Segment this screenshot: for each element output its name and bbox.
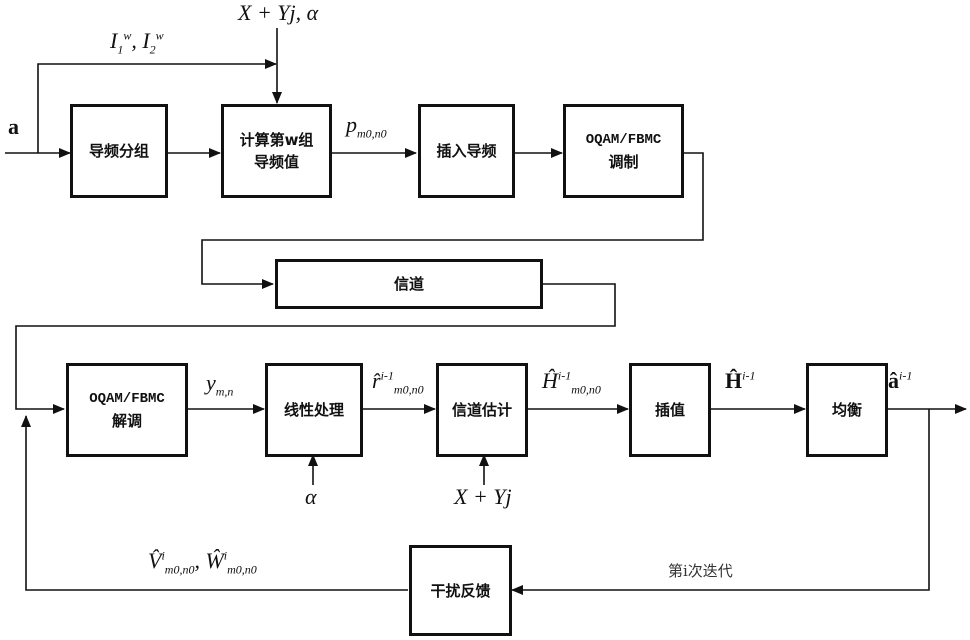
block-modulation: OQAM/FBMC 调制	[563, 104, 684, 198]
label-group-indices: I1w, I2w	[110, 28, 164, 57]
label-feedback: V̂im0,n0, Ŵim0,n0	[148, 548, 257, 577]
block-label: 导频分组	[89, 140, 149, 162]
block-label: 干扰反馈	[430, 580, 490, 602]
block-label: 线性处理	[284, 399, 344, 421]
block-compute-pilot: 计算第w组 导频值	[221, 104, 332, 198]
label-r-hat: r̂i-1m0,n0	[372, 368, 424, 397]
block-channel: 信道	[275, 259, 543, 309]
block-label: 调制	[608, 151, 638, 173]
block-interference-feedback: 干扰反馈	[409, 545, 512, 636]
block-label: OQAM/FBMC	[586, 129, 662, 151]
block-label: 导频值	[254, 151, 299, 173]
block-linear-processing: 线性处理	[265, 363, 363, 457]
block-equalization: 均衡	[806, 363, 888, 457]
label-iteration: 第i次迭代	[668, 560, 733, 581]
label-alpha: α	[305, 484, 317, 510]
block-label: 计算第w组	[240, 129, 314, 151]
block-label: 信道估计	[452, 399, 512, 421]
block-label: 信道	[394, 273, 424, 295]
label-H-hat-full: Ĥi-1	[725, 368, 755, 394]
label-received: ym,n	[206, 370, 233, 399]
block-label: OQAM/FBMC	[89, 388, 165, 410]
label-top-params: X + Yj, α	[238, 0, 318, 26]
block-insert-pilot: 插入导频	[418, 104, 515, 198]
label-h-hat: Ĥi-1m0,n0	[542, 368, 601, 397]
label-output: âi-1	[888, 368, 912, 394]
block-demodulation: OQAM/FBMC 解调	[66, 363, 188, 457]
block-interpolation: 插值	[629, 363, 711, 457]
block-label: 均衡	[832, 399, 862, 421]
block-label: 解调	[112, 410, 142, 432]
block-pilot-grouping: 导频分组	[70, 104, 168, 198]
label-xy: X + Yj	[454, 484, 512, 510]
block-label: 插入导频	[436, 140, 496, 162]
block-label: 插值	[655, 399, 685, 421]
label-pilot-value: pm0,n0	[346, 112, 387, 141]
block-channel-estimation: 信道估计	[436, 363, 528, 457]
label-input-a: a	[8, 114, 19, 140]
